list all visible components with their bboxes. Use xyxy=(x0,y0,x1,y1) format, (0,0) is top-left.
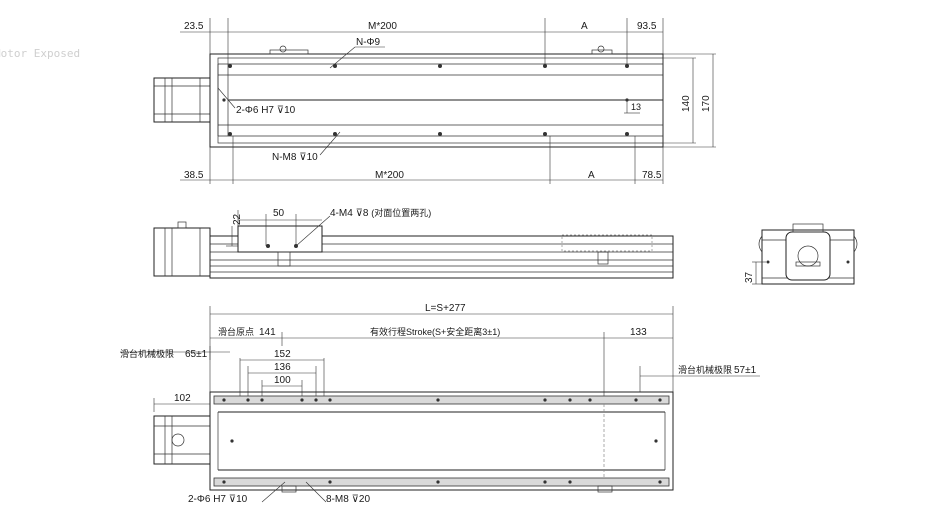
bottom-motor-body xyxy=(153,415,211,465)
bottom-stroke-label: 有效行程Stroke(S+安全距离3±1) xyxy=(370,326,500,337)
bottom-body-outline xyxy=(209,391,674,491)
top-dim-small: 13 xyxy=(631,102,641,112)
top-thread-callout: N-M8 ⊽10 xyxy=(272,152,318,163)
side-body-outline xyxy=(209,235,674,279)
top-dim-left: 23.5 xyxy=(184,21,204,32)
top-dim-bottom-a: A xyxy=(588,170,595,181)
top-dim-right: 93.5 xyxy=(637,21,657,32)
bottom-origin-dim: 141 xyxy=(259,327,276,338)
bottom-motor-dim: 102 xyxy=(174,393,191,404)
top-hole-callout: N-Φ9 xyxy=(356,37,381,48)
end-outline xyxy=(761,229,855,285)
bottom-origin-label: 滑台原点 xyxy=(218,326,254,337)
bottom-pin-callout: 2-Φ6 H7 ⊽10 xyxy=(188,494,248,505)
bottom-thread-callout: 8-M8 ⊽20 xyxy=(326,494,370,505)
bottom-total-length: L=S+277 xyxy=(425,303,466,314)
top-pin-callout: 2-Φ6 H7 ⊽10 xyxy=(236,105,296,116)
end-dim-height: 37 xyxy=(744,271,755,283)
watermark: Motor Exposed xyxy=(0,47,80,60)
bottom-dim-152: 152 xyxy=(274,349,291,360)
bottom-holes xyxy=(222,398,662,484)
top-dim-a: A xyxy=(581,21,588,32)
side-dim-height: 22 xyxy=(232,213,243,225)
bottom-limit-right-label: 滑台机械极限 xyxy=(678,364,732,375)
top-motor-body xyxy=(153,77,211,123)
top-dim-height-inner: 140 xyxy=(681,95,692,112)
bottom-limit-left-value: 65±1 xyxy=(185,349,208,360)
top-view: 23.5 M*200 A 93.5 N-Φ9 2-Φ6 H7 ⊽10 N-M8 … xyxy=(153,18,716,184)
bottom-view: L=S+277 滑台原点 141 有效行程Stroke(S+安全距离3±1) 1… xyxy=(120,303,760,505)
bottom-limit-left-label: 滑台机械极限 xyxy=(120,348,174,359)
side-motor-body xyxy=(153,227,211,277)
bottom-dim-100: 100 xyxy=(274,375,291,386)
bottom-dim-136: 136 xyxy=(274,362,291,373)
side-view: 50 22 4-M4 ⊽8 (对面位置两孔) xyxy=(153,207,674,279)
bottom-limit-right-value: 57±1 xyxy=(734,365,757,376)
side-carriage xyxy=(237,225,323,253)
end-view: 37 xyxy=(744,223,858,285)
side-thread-callout: 4-M4 ⊽8 (对面位置两孔) xyxy=(330,207,431,219)
top-dim-center: M*200 xyxy=(368,21,397,32)
top-dim-bottom-center: M*200 xyxy=(375,170,404,181)
bottom-right-dim: 133 xyxy=(630,327,647,338)
top-holes xyxy=(222,64,629,136)
top-dim-bottom-left: 38.5 xyxy=(184,170,204,181)
top-dim-height-outer: 170 xyxy=(701,95,712,112)
top-dim-bottom-right: 78.5 xyxy=(642,170,662,181)
side-dim-width: 50 xyxy=(273,208,285,219)
